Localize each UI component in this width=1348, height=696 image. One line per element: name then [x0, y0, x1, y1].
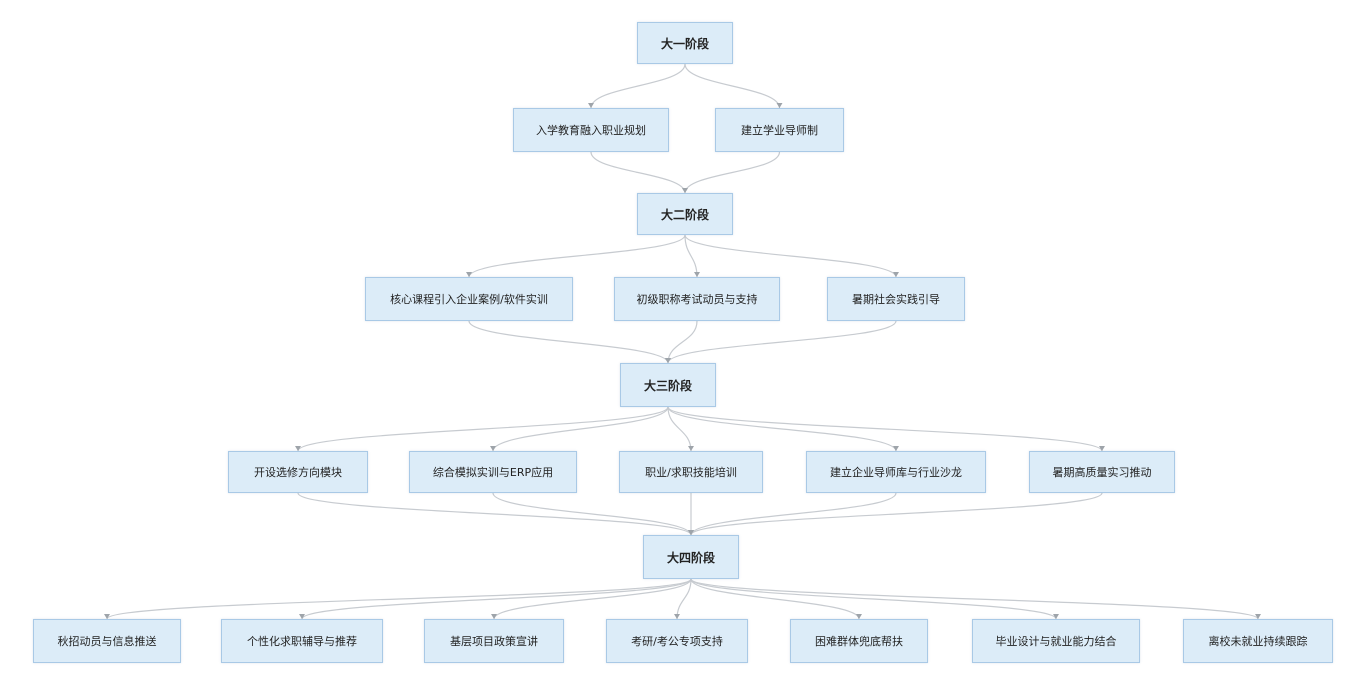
edge-s4-to-n4_5 — [690, 578, 860, 620]
stage-node-year-1: 大一阶段 — [637, 22, 733, 64]
task-node-thesis-employability: 毕业设计与就业能力结合 — [972, 619, 1140, 663]
edge-s3-to-n3_4 — [667, 406, 897, 452]
edge-s4-to-n4_7 — [690, 578, 1259, 620]
task-node-personal-job-coaching: 个性化求职辅导与推荐 — [221, 619, 383, 663]
edge-s4-to-n4_6 — [690, 578, 1057, 620]
edge-s4-to-n4_3-arrowhead — [491, 614, 497, 619]
edge-s1-to-n1_1 — [590, 63, 686, 109]
task-node-job-skills-training: 职业/求职技能培训 — [619, 451, 763, 493]
edge-s2-to-n2_3-arrowhead — [893, 272, 899, 277]
edge-n3_5-to-s4 — [690, 492, 1103, 536]
edge-n2_1-to-s3 — [468, 320, 669, 364]
stage-node-year-3: 大三阶段 — [620, 363, 716, 407]
task-node-elective-modules: 开设选修方向模块 — [228, 451, 368, 493]
edge-n3_4-to-s4 — [690, 492, 897, 536]
edge-s2-to-n2_2-arrowhead — [694, 272, 700, 277]
edge-s2-to-n2_1 — [468, 234, 686, 278]
task-node-postgrad-civil-exam-support: 考研/考公专项支持 — [606, 619, 748, 663]
edge-s4-to-n4_1 — [106, 578, 692, 620]
edge-s3-to-n3_3-arrowhead — [688, 446, 694, 451]
edge-n3_5-to-s4-arrowhead — [688, 530, 694, 535]
task-node-disadvantaged-group-assistance: 困难群体兜底帮扶 — [790, 619, 928, 663]
task-node-academic-mentor-system: 建立学业导师制 — [715, 108, 844, 152]
task-node-simulation-erp-training: 综合模拟实训与ERP应用 — [409, 451, 577, 493]
task-node-summer-social-practice: 暑期社会实践引导 — [827, 277, 965, 321]
edge-s4-to-n4_5-arrowhead — [856, 614, 862, 619]
task-node-core-course-case-training: 核心课程引入企业案例/软件实训 — [365, 277, 573, 321]
edge-n2_3-to-s3-arrowhead — [665, 358, 671, 363]
task-node-junior-title-exam-support: 初级职称考试动员与支持 — [614, 277, 780, 321]
edge-s3-to-n3_1-arrowhead — [295, 446, 301, 451]
edge-n2_3-to-s3 — [667, 320, 897, 364]
edge-s2-to-n2_2 — [684, 234, 698, 278]
edge-s2-to-n2_1-arrowhead — [466, 272, 472, 277]
edge-s3-to-n3_5 — [667, 406, 1103, 452]
edge-s3-to-n3_2 — [492, 406, 669, 452]
edge-s4-to-n4_2-arrowhead — [299, 614, 305, 619]
edge-n2_2-to-s3 — [667, 320, 698, 364]
edge-s4-to-n4_2 — [301, 578, 692, 620]
edge-s4-to-n4_1-arrowhead — [104, 614, 110, 619]
edge-n3_2-to-s4 — [492, 492, 692, 536]
task-node-enterprise-mentor-salon: 建立企业导师库与行业沙龙 — [806, 451, 986, 493]
stage-node-year-2: 大二阶段 — [637, 193, 733, 235]
edge-n1_2-to-s2-arrowhead — [682, 188, 688, 193]
stage-node-year-4: 大四阶段 — [643, 535, 739, 579]
edge-s3-to-n3_5-arrowhead — [1099, 446, 1105, 451]
edge-s4-to-n4_4-arrowhead — [674, 614, 680, 619]
edge-s3-to-n3_2-arrowhead — [490, 446, 496, 451]
edge-n1_1-to-s2 — [590, 151, 686, 194]
edge-n3_1-to-s4 — [297, 492, 692, 536]
edge-s3-to-n3_3 — [667, 406, 692, 452]
edge-s4-to-n4_6-arrowhead — [1053, 614, 1059, 619]
task-node-quality-internship: 暑期高质量实习推动 — [1029, 451, 1175, 493]
task-node-unemployed-graduate-tracking: 离校未就业持续跟踪 — [1183, 619, 1333, 663]
edge-s4-to-n4_3 — [493, 578, 692, 620]
edge-s1-to-n1_2 — [684, 63, 781, 109]
edge-s3-to-n3_1 — [297, 406, 669, 452]
edge-s4-to-n4_7-arrowhead — [1255, 614, 1261, 619]
task-node-grassroots-policy-briefing: 基层项目政策宣讲 — [424, 619, 564, 663]
task-node-enrollment-career-planning: 入学教育融入职业规划 — [513, 108, 669, 152]
edge-s3-to-n3_4-arrowhead — [893, 446, 899, 451]
edge-n1_2-to-s2 — [684, 151, 781, 194]
edge-s1-to-n1_2-arrowhead — [776, 103, 783, 108]
edge-s1-to-n1_1-arrowhead — [588, 103, 594, 108]
edge-s2-to-n2_3 — [684, 234, 897, 278]
task-node-autumn-recruitment-info: 秋招动员与信息推送 — [33, 619, 181, 663]
